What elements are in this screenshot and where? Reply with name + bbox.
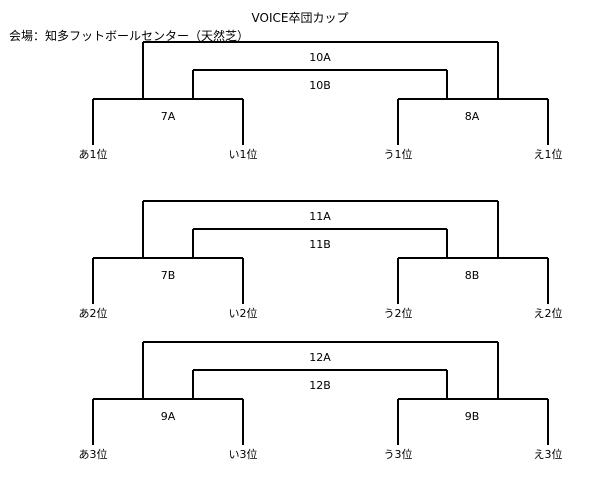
team-label: い2位 [228, 307, 258, 320]
consolation-match-label: 12B [309, 379, 331, 392]
venue-label: 会場：知多フットボールセンター（天然芝） [9, 29, 250, 43]
team-label: あ2位 [78, 307, 108, 320]
left-match-label: 9A [160, 410, 176, 423]
team-label: あ3位 [78, 448, 108, 461]
final-match-label: 12A [309, 351, 331, 364]
team-label: え1位 [533, 148, 563, 161]
team-label: う2位 [383, 307, 413, 320]
team-label: え3位 [533, 448, 563, 461]
team-label: う1位 [383, 148, 413, 161]
team-label: あ1位 [78, 148, 108, 161]
right-match-label: 8A [464, 110, 480, 123]
left-match-label: 7A [160, 110, 176, 123]
right-match-label: 8B [464, 269, 480, 282]
consolation-match-label: 11B [309, 238, 331, 251]
team-label: う3位 [383, 448, 413, 461]
right-match-label: 9B [464, 410, 480, 423]
team-label: え2位 [533, 307, 563, 320]
team-label: い1位 [228, 148, 258, 161]
consolation-match-label: 10B [309, 79, 331, 92]
final-match-label: 11A [309, 210, 331, 223]
final-match-label: 10A [309, 51, 331, 64]
left-match-label: 7B [160, 269, 176, 282]
team-label: い3位 [228, 448, 258, 461]
tournament-title: VOICE卒団カップ [251, 11, 349, 25]
